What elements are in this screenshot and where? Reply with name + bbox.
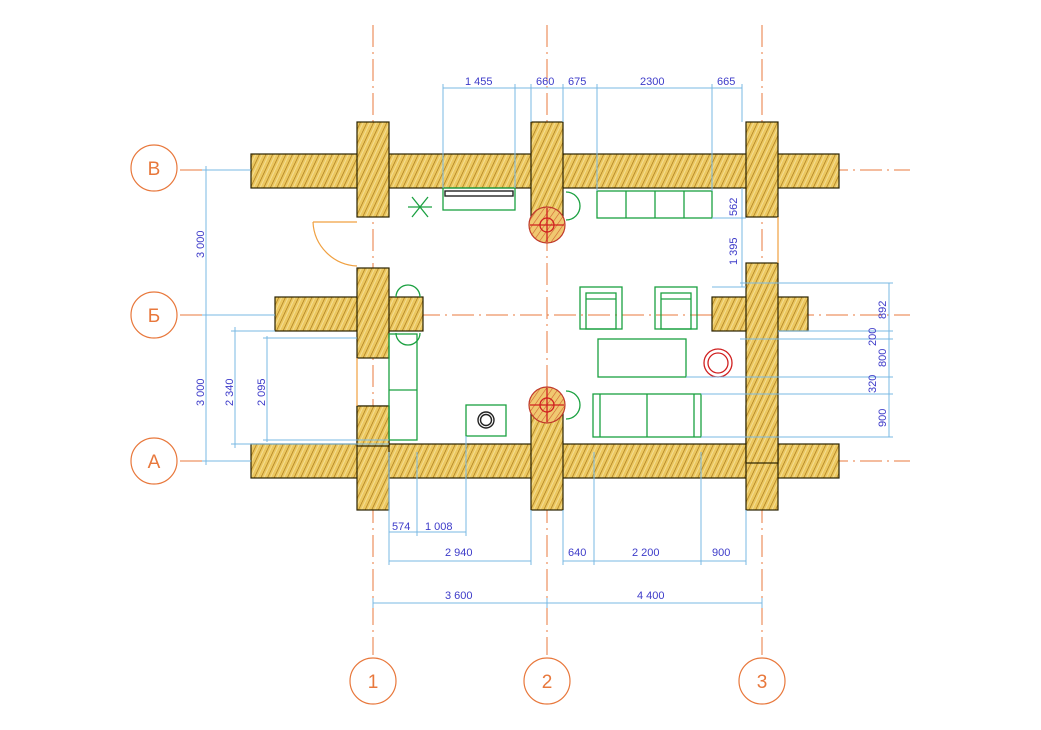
grid-lines: [180, 25, 910, 655]
radiator-top-left: [444, 190, 514, 197]
dim-bottom-1-2: 1 008: [425, 521, 453, 533]
wall-post-2-top: [530, 121, 564, 218]
bench-top-left: [442, 187, 516, 211]
grid-markers: В Б А 1 2 3: [130, 144, 786, 705]
sink-bottom: [565, 390, 581, 420]
sink-top: [565, 191, 581, 221]
dim-right-inner-1: 562: [728, 198, 740, 216]
bench-left-lower: [388, 333, 418, 441]
dim-bottom-1-1: 574: [392, 521, 410, 533]
dim-right-1: 892: [877, 301, 889, 319]
grid-marker-col-3: 3: [738, 657, 786, 705]
dim-right-4: 320: [867, 375, 879, 393]
wall-post-1-top: [356, 121, 390, 218]
svg-text:Б: Б: [148, 306, 160, 327]
dim-right-inner-2: 1 395: [728, 237, 740, 265]
boiler-circle-inner: [707, 352, 729, 374]
dim-left-outer-1: 3 000: [195, 230, 207, 258]
dim-top-5: 665: [717, 76, 735, 88]
dim-bottom-2-4: 900: [712, 547, 730, 559]
dimensions: 1 455 660 675 2300 665 562 1 395 892 200…: [195, 76, 893, 608]
wall-post-3-top: [745, 121, 779, 218]
dim-right-2: 200: [867, 328, 879, 346]
dim-right-5: 900: [877, 409, 889, 427]
entry-door: [312, 221, 358, 267]
wall-middle-left: [274, 296, 424, 332]
dim-top-4: 2300: [640, 76, 664, 88]
dim-left-inner-2: 2 095: [256, 378, 268, 406]
dim-top-3: 675: [568, 76, 586, 88]
sofa-bottom: [592, 393, 702, 438]
dim-left-outer-2: 3 000: [195, 378, 207, 406]
grid-marker-row-a: А: [130, 437, 178, 485]
dim-bottom-3-1: 3 600: [445, 590, 473, 602]
door-swing-arc: [312, 221, 358, 267]
grid-marker-row-v: В: [130, 144, 178, 192]
dim-bottom-3-2: 4 400: [637, 590, 665, 602]
svg-text:2: 2: [542, 672, 553, 693]
svg-text:А: А: [148, 452, 161, 473]
light-fixture-icon: [408, 196, 432, 218]
wall-right-vertical: [745, 262, 779, 464]
basin-cabinet: [465, 404, 507, 437]
dim-top-1: 1 455: [465, 76, 493, 88]
wall-post-1-middle: [356, 267, 390, 359]
dim-top-2: 660: [536, 76, 554, 88]
grid-marker-col-1: 1: [349, 657, 397, 705]
dim-bottom-2-3: 2 200: [632, 547, 660, 559]
stoves: [528, 206, 733, 424]
windows: [356, 217, 779, 406]
dim-left-inner-1: 2 340: [224, 378, 236, 406]
svg-text:В: В: [148, 159, 161, 180]
grid-marker-col-2: 2: [523, 657, 571, 705]
coffee-table: [597, 338, 687, 378]
svg-text:3: 3: [757, 672, 768, 693]
dim-bottom-2-2: 640: [568, 547, 586, 559]
armchair-right: [654, 286, 698, 330]
furniture: [388, 187, 713, 441]
sink-left-lower: [395, 332, 421, 346]
svg-text:1: 1: [368, 672, 379, 693]
dim-right-3: 800: [877, 349, 889, 367]
grid-marker-row-b: Б: [130, 291, 178, 339]
armchair-left: [579, 286, 623, 330]
walls: [250, 121, 840, 511]
dim-bottom-2-1: 2 940: [445, 547, 473, 559]
sink-left-upper: [395, 284, 421, 298]
basin-bowl: [477, 411, 495, 429]
